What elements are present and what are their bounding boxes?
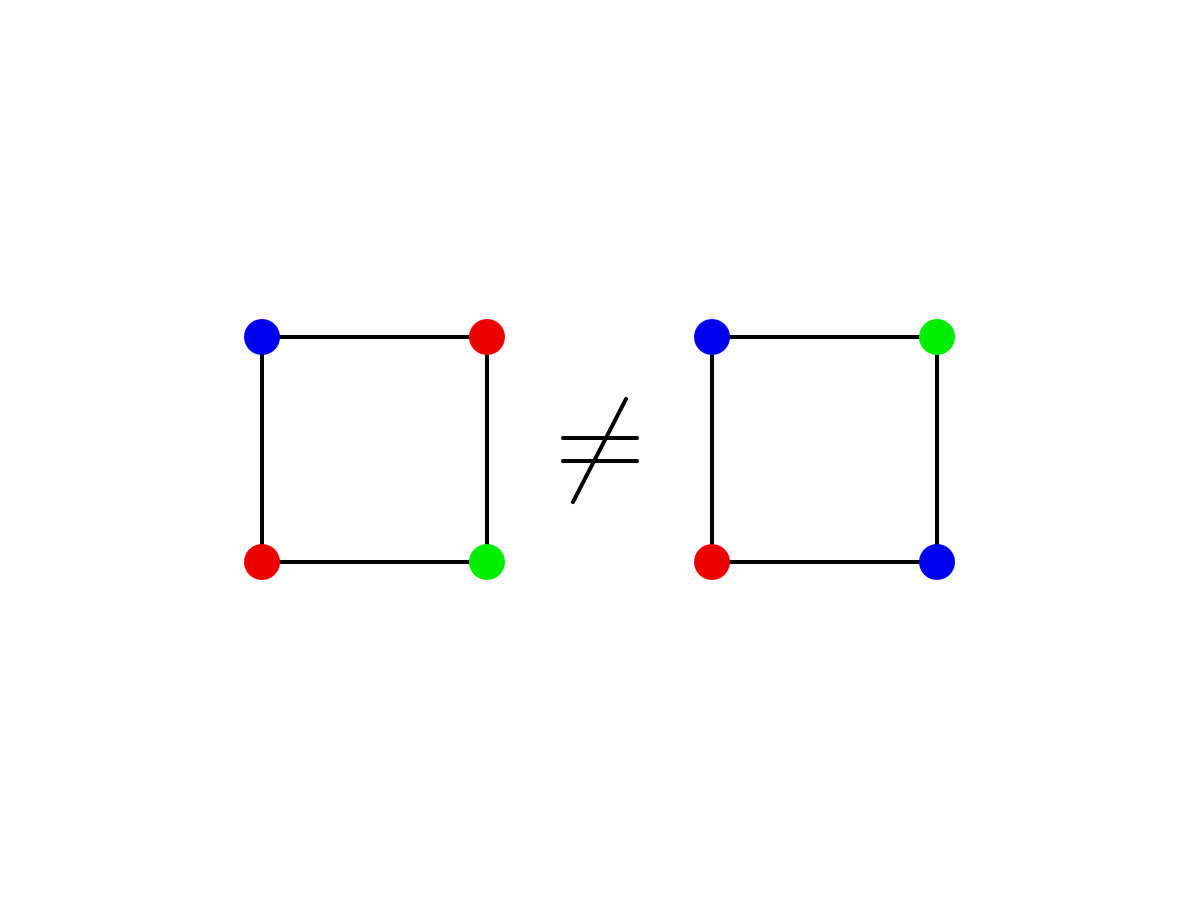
right-square-graph [694, 319, 955, 580]
right-vertex-top-left [694, 319, 730, 355]
not-equal-slash [571, 397, 628, 504]
right-vertex-top-right [919, 319, 955, 355]
not-equal-symbol [561, 397, 639, 504]
left-square-graph [244, 319, 505, 580]
left-vertex-top-right [469, 319, 505, 355]
right-vertex-bottom-right [919, 544, 955, 580]
left-vertex-bottom-right [469, 544, 505, 580]
left-vertex-top-left [244, 319, 280, 355]
right-vertex-bottom-left [694, 544, 730, 580]
left-vertex-bottom-left [244, 544, 280, 580]
